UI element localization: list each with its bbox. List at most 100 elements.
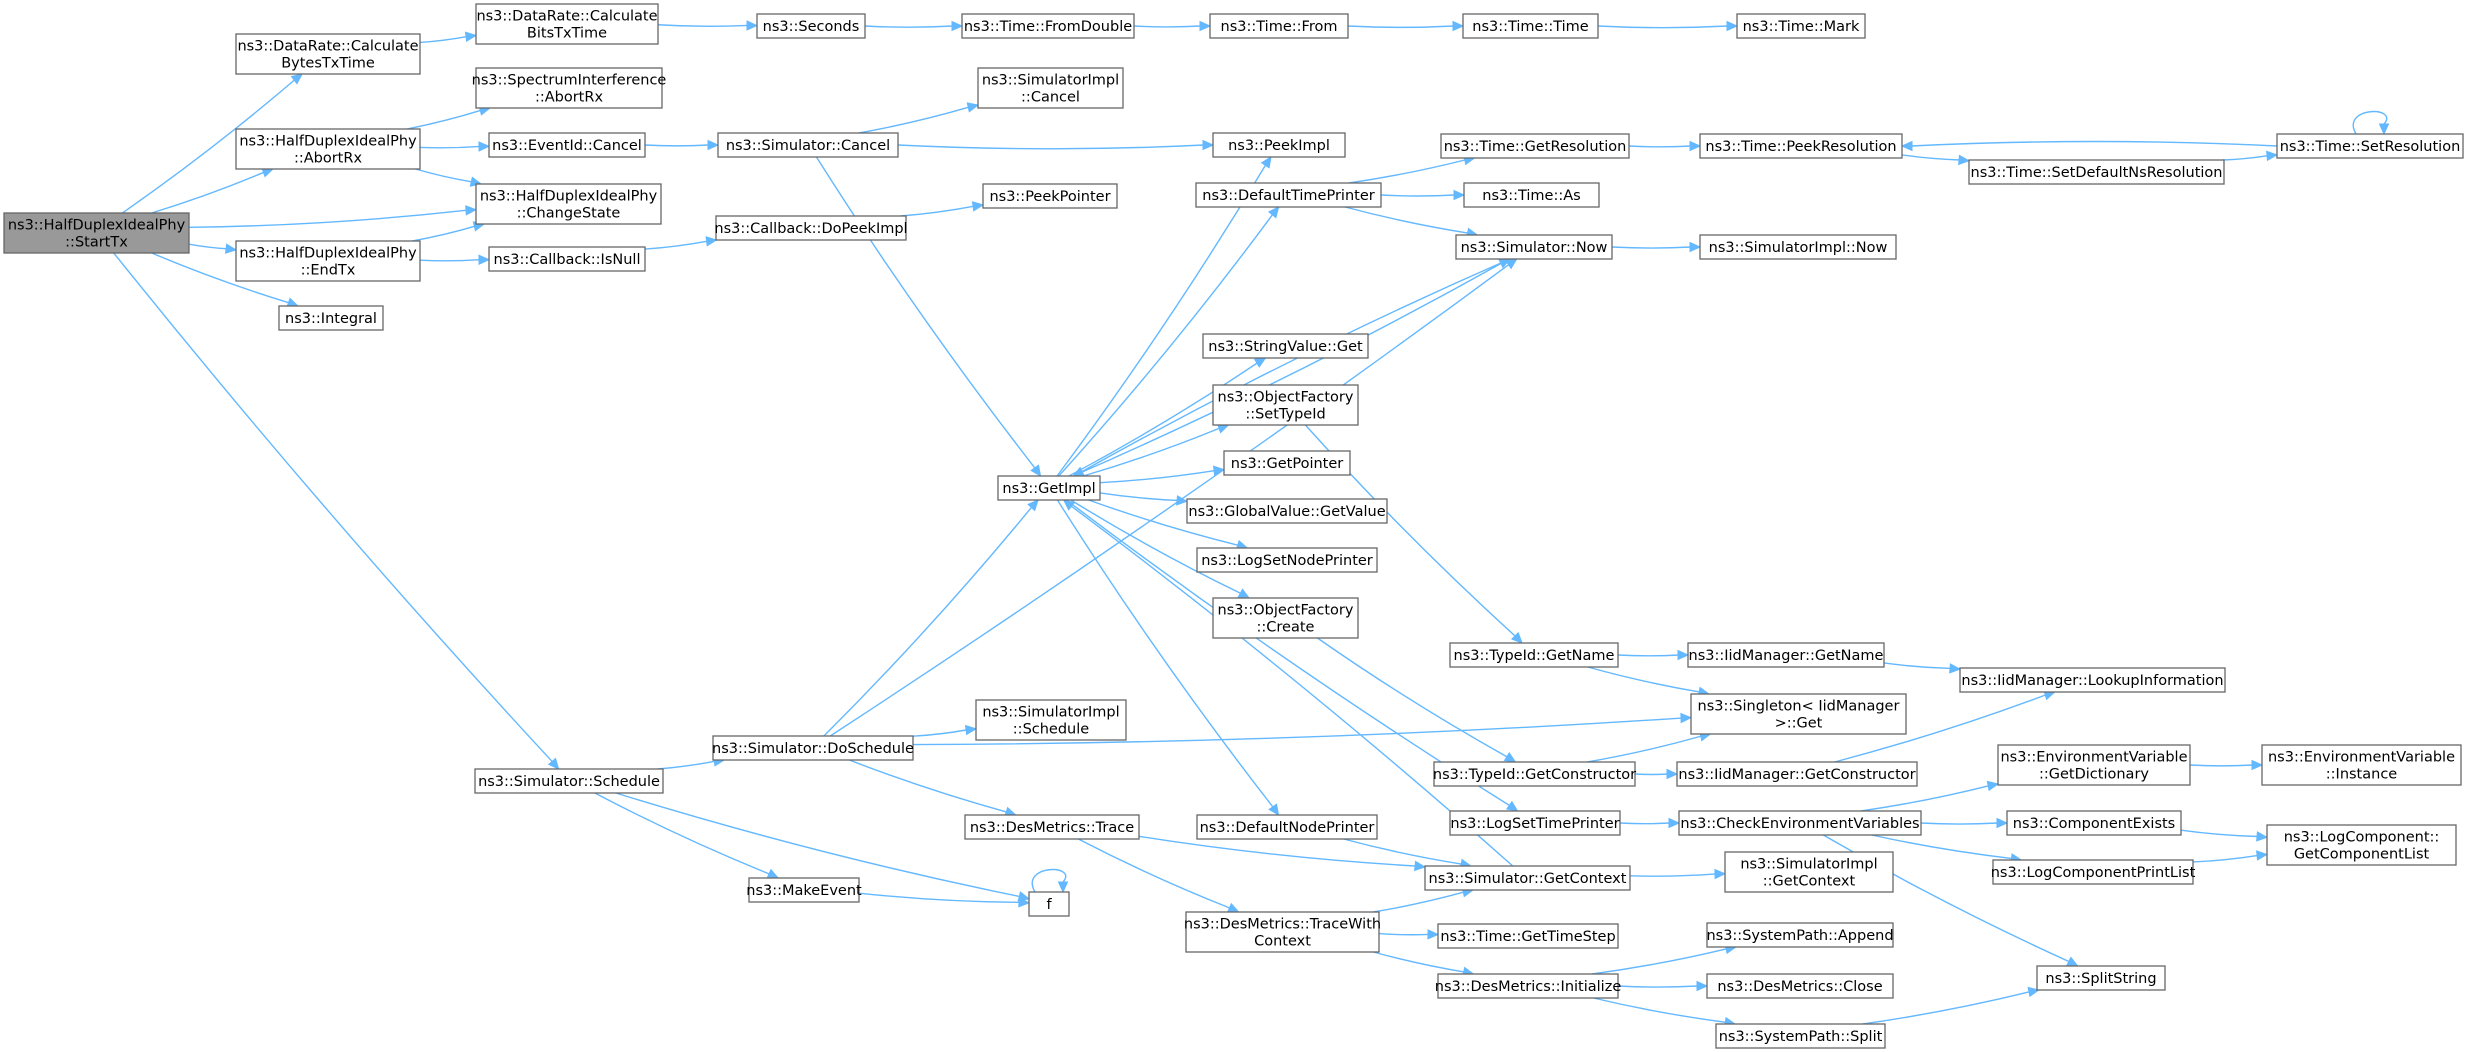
node-box — [1706, 922, 1894, 948]
node-sim-getcontext[interactable]: ns3::Simulator::GetContext — [1424, 865, 1631, 891]
node-simimpl-now[interactable]: ns3::SimulatorImpl::Now — [1699, 234, 1897, 260]
node-simimpl-cancel[interactable]: ns3::SimulatorImpl::Cancel — [977, 67, 1124, 109]
node-box — [1462, 13, 1599, 39]
node-defaultnodeprinter[interactable]: ns3::DefaultNodePrinter — [1196, 814, 1378, 840]
node-box — [1997, 744, 2191, 786]
node-label-line: ns3::Seconds — [763, 19, 860, 35]
node-getimpl[interactable]: ns3::GetImpl — [997, 475, 1101, 501]
node-globalvalue-getvalue[interactable]: ns3::GlobalValue::GetValue — [1186, 498, 1388, 524]
node-hd-endtx[interactable]: ns3::HalfDuplexIdealPhy::EndTx — [235, 240, 421, 282]
node-root[interactable]: ns3::HalfDuplexIdealPhy::StartTx — [3, 212, 190, 254]
node-checkenvvars[interactable]: ns3::CheckEnvironmentVariables — [1678, 810, 1922, 836]
node-callback-dopeekimpl[interactable]: ns3::Callback::DoPeekImpl — [714, 215, 908, 241]
edge-sim_doschedule-to-singleton_get — [912, 712, 1693, 746]
node-label-line: ns3::SimulatorImpl — [982, 705, 1119, 721]
edge-dr_calcbytes-to-dr_calcbits — [419, 31, 478, 44]
node-desmetrics-trace[interactable]: ns3::DesMetrics::Trace — [964, 814, 1140, 840]
node-sim-now[interactable]: ns3::Simulator::Now — [1455, 234, 1613, 260]
node-getpointer[interactable]: ns3::GetPointer — [1223, 450, 1351, 476]
node-desmetrics-initialize[interactable]: ns3::DesMetrics::Initialize — [1435, 973, 1622, 999]
node-seconds[interactable]: ns3::Seconds — [756, 13, 866, 39]
node-typeid-getname[interactable]: ns3::TypeId::GetName — [1449, 642, 1619, 668]
node-box — [977, 67, 1124, 109]
edge-time_time-to-time_mark — [1597, 20, 1739, 32]
node-time-gettimestep[interactable]: ns3::Time::GetTimeStep — [1437, 923, 1619, 949]
edge-eventid_cancel-to-sim_cancel — [644, 139, 720, 151]
node-callback-isnull[interactable]: ns3::Callback::IsNull — [488, 246, 646, 272]
edge-componentexists-to-logcomponent_getlist — [2180, 829, 2269, 842]
node-label-line: ns3::HalfDuplexIdealPhy — [239, 134, 417, 150]
node-box — [488, 132, 646, 158]
node-time-from[interactable]: ns3::Time::From — [1209, 13, 1349, 39]
node-hd-abortrx[interactable]: ns3::HalfDuplexIdealPhy::AbortRx — [235, 128, 421, 170]
node-sim-cancel[interactable]: ns3::Simulator::Cancel — [717, 132, 899, 158]
edge-desmetrics_tracewith-to-time_gettimestep — [1378, 929, 1440, 940]
node-label-line: ns3::PeekPointer — [989, 189, 1110, 205]
node-simimpl-getcontext[interactable]: ns3::SimulatorImpl::GetContext — [1724, 851, 1894, 893]
node-time-fromdouble[interactable]: ns3::Time::FromDouble — [961, 13, 1135, 39]
node-logcomponent-getlist[interactable]: ns3::LogComponent::GetComponentList — [2266, 824, 2457, 866]
node-integral[interactable]: ns3::Integral — [278, 305, 384, 331]
node-label-line: ::ChangeState — [517, 206, 621, 222]
node-iid-getname[interactable]: ns3::IidManager::GetName — [1687, 642, 1885, 668]
node-box — [2276, 133, 2464, 159]
node-box — [1690, 693, 1907, 735]
node-label-line: ns3::DesMetrics::TraceWith — [1184, 917, 1381, 933]
edge-seconds-to-time_fromdouble — [864, 20, 964, 32]
node-label-line: ns3::GetPointer — [1231, 456, 1344, 472]
node-systempath-split[interactable]: ns3::SystemPath::Split — [1715, 1023, 1886, 1049]
node-time-setdefaultns[interactable]: ns3::Time::SetDefaultNsResolution — [1968, 159, 2225, 185]
node-sim-schedule[interactable]: ns3::Simulator::Schedule — [474, 768, 664, 794]
node-envvar-instance[interactable]: ns3::EnvironmentVariable::Instance — [2261, 744, 2462, 786]
node-label-line: ns3::HalfDuplexIdealPhy — [239, 246, 417, 262]
node-envvar-getdict[interactable]: ns3::EnvironmentVariable::GetDictionary — [1997, 744, 2191, 786]
node-time-getresolution[interactable]: ns3::Time::GetResolution — [1440, 133, 1630, 159]
node-label-line: ns3::Singleton< IidManager — [1698, 699, 1900, 715]
node-makeevent[interactable]: ns3::MakeEvent — [746, 877, 862, 903]
node-stringvalue-get[interactable]: ns3::StringValue::Get — [1202, 333, 1369, 359]
node-time-peekresolution[interactable]: ns3::Time::PeekResolution — [1699, 133, 1903, 159]
node-simimpl-schedule[interactable]: ns3::SimulatorImpl::Schedule — [975, 699, 1127, 741]
node-iid-getconstructor[interactable]: ns3::IidManager::GetConstructor — [1676, 761, 1918, 787]
node-peekpointer[interactable]: ns3::PeekPointer — [982, 183, 1118, 209]
node-box — [1440, 133, 1630, 159]
edge-time_from-to-time_time — [1347, 20, 1465, 32]
node-hd-changestate[interactable]: ns3::HalfDuplexIdealPhy::ChangeState — [475, 183, 662, 225]
edge-time_setresolution-to-time_setresolution — [2352, 110, 2390, 136]
node-systempath-append[interactable]: ns3::SystemPath::Append — [1706, 922, 1894, 948]
node-logsettimeprinter[interactable]: ns3::LogSetTimePrinter — [1449, 810, 1621, 836]
node-label-line: BytesTxTime — [281, 56, 375, 72]
node-typeid-getconstructor[interactable]: ns3::TypeId::GetConstructor — [1433, 761, 1636, 787]
node-splitstring[interactable]: ns3::SplitString — [2036, 965, 2166, 991]
node-time-as[interactable]: ns3::Time::As — [1463, 182, 1600, 208]
node-singleton-get[interactable]: ns3::Singleton< IidManager>::Get — [1690, 693, 1907, 735]
node-sim-doschedule[interactable]: ns3::Simulator::DoSchedule — [712, 735, 914, 761]
node-label-line: ns3::Time::As — [1482, 188, 1580, 204]
edge-root-to-hd_changestate — [188, 205, 478, 229]
node-logsetnodeprinter[interactable]: ns3::LogSetNodePrinter — [1196, 547, 1378, 573]
node-f[interactable]: f — [1028, 891, 1070, 917]
node-defaulttimeprinter[interactable]: ns3::DefaultTimePrinter — [1195, 182, 1382, 208]
node-time-mark[interactable]: ns3::Time::Mark — [1736, 13, 1866, 39]
node-peekimpl[interactable]: ns3::PeekImpl — [1212, 132, 1346, 158]
node-componentexists[interactable]: ns3::ComponentExists — [2006, 810, 2182, 836]
node-box — [1185, 911, 1380, 953]
node-desmetrics-close[interactable]: ns3::DesMetrics::Close — [1706, 973, 1894, 999]
node-iid-lookupinfo[interactable]: ns3::IidManager::LookupInformation — [1959, 667, 2226, 693]
edge-checkenvvars-to-envvar_getdict — [1860, 780, 2000, 812]
node-objfactory-create[interactable]: ns3::ObjectFactory::Create — [1212, 597, 1359, 639]
node-time-setresolution[interactable]: ns3::Time::SetResolution — [2276, 133, 2464, 159]
node-label-line: ns3::TypeId::GetName — [1454, 648, 1615, 664]
node-time-time[interactable]: ns3::Time::Time — [1462, 13, 1599, 39]
node-box — [1212, 597, 1359, 639]
node-objfactory-settypeid[interactable]: ns3::ObjectFactory::SetTypeId — [1212, 384, 1359, 426]
node-eventid-cancel[interactable]: ns3::EventId::Cancel — [488, 132, 646, 158]
edge-time_getresolution-to-time_peekresolution — [1628, 140, 1702, 152]
node-logcomponentprintlist[interactable]: ns3::LogComponentPrintList — [1991, 859, 2196, 885]
node-box — [1028, 891, 1070, 917]
node-box — [1437, 973, 1619, 999]
node-spectrum-abortrx[interactable]: ns3::SpectrumInterference::AbortRx — [472, 67, 667, 109]
